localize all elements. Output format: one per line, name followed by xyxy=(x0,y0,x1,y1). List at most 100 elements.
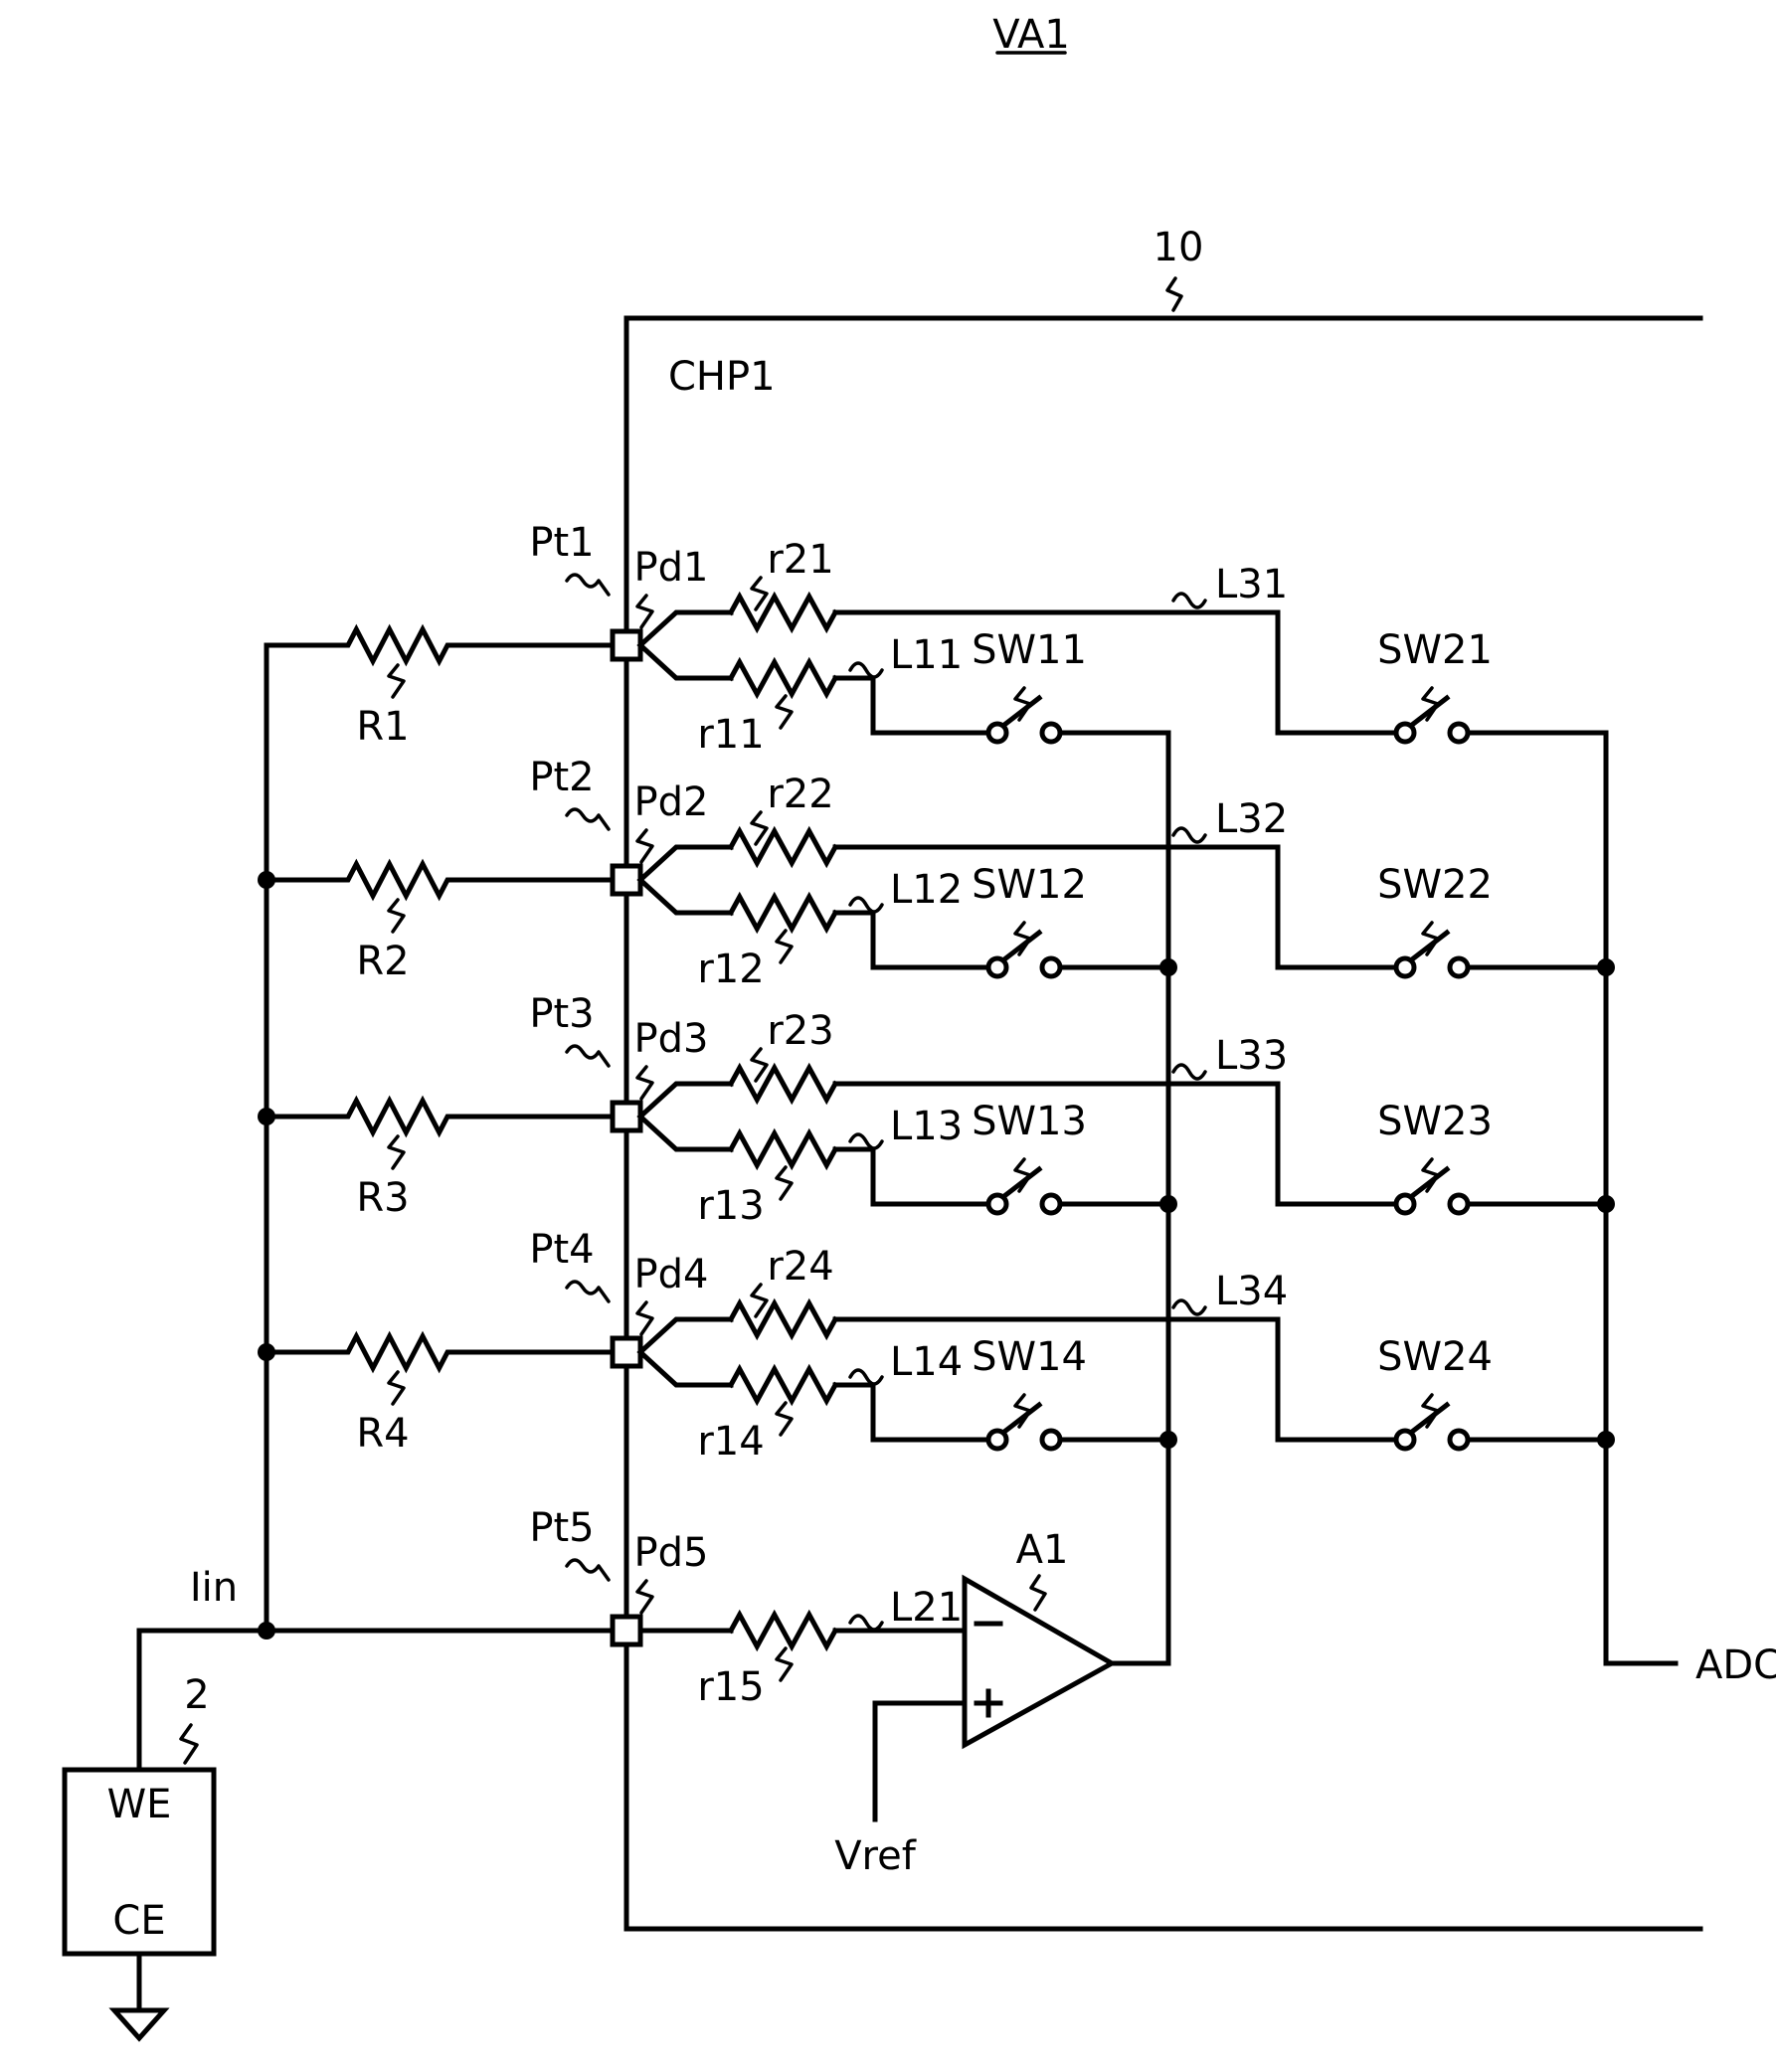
resistor-leader xyxy=(389,1136,404,1168)
line-leader xyxy=(1173,1065,1205,1079)
terminal-arrow xyxy=(567,575,609,595)
resistor-label-r4: R4 xyxy=(356,1411,409,1457)
sensor-ref-number: 2 xyxy=(184,1672,209,1718)
resistor-label-r15: r15 xyxy=(697,1664,764,1710)
pad-pd5 xyxy=(613,1617,640,1644)
switch-sw24 xyxy=(1396,1395,1606,1449)
pad-label-pd3: Pd3 xyxy=(634,1016,709,1062)
junction-dot xyxy=(1159,1431,1177,1449)
pad-pd2 xyxy=(613,866,640,894)
junction-dot xyxy=(1597,958,1615,976)
sensor-ce-label: CE xyxy=(112,1898,165,1944)
terminal-label-pt5: Pt5 xyxy=(529,1505,594,1551)
ground-symbol xyxy=(114,2010,164,2038)
resistor-leader xyxy=(777,1648,792,1680)
switch-sw23 xyxy=(1396,1159,1606,1213)
switch-label-sw21: SW21 xyxy=(1377,627,1493,673)
line-leader xyxy=(1173,594,1205,607)
resistor-leader xyxy=(777,696,792,728)
sensor-ref-leader xyxy=(181,1725,197,1763)
line-label-l31: L31 xyxy=(1215,562,1288,607)
pad-leader xyxy=(637,1067,652,1099)
channel-row-1: R1Pt1Pd1r21L31r11L11SW11SW21 xyxy=(266,520,1606,758)
resistor-label-r23: r23 xyxy=(767,1008,833,1054)
line-leader xyxy=(1173,1300,1205,1314)
terminal-arrow xyxy=(567,1046,609,1066)
resistor-label-r12: r12 xyxy=(697,947,764,992)
line-label-l14: L14 xyxy=(890,1339,963,1385)
resistor-label-r14: r14 xyxy=(697,1419,764,1465)
channel-row-5: Pt5Pd5r15L21 xyxy=(529,1505,965,1710)
resistor-leader xyxy=(752,578,767,609)
resistor-leader xyxy=(389,1372,404,1404)
switch-label-sw12: SW12 xyxy=(972,862,1087,908)
sensor-we-label: WE xyxy=(107,1782,172,1827)
terminal-arrow xyxy=(567,809,609,829)
line-leader xyxy=(1173,828,1205,842)
switch-label-sw11: SW11 xyxy=(972,627,1087,673)
pad-label-pd4: Pd4 xyxy=(634,1252,709,1297)
line-label-l32: L32 xyxy=(1215,796,1288,842)
switch-sw13 xyxy=(988,1159,1168,1213)
line-label-l12: L12 xyxy=(890,867,963,913)
line-leader xyxy=(850,898,882,912)
switch-label-sw14: SW14 xyxy=(972,1334,1087,1380)
junction-dot xyxy=(1159,1195,1177,1213)
amplifier-label: A1 xyxy=(1016,1527,1069,1573)
pad-label-pd1: Pd1 xyxy=(634,545,709,591)
switch-sw12 xyxy=(988,923,1168,976)
junction-dot xyxy=(258,1343,275,1361)
switch-label-sw22: SW22 xyxy=(1377,862,1493,908)
junction-dot xyxy=(1159,958,1177,976)
chip-name: CHP1 xyxy=(668,354,776,400)
pad-leader xyxy=(637,1302,652,1334)
pad-leader xyxy=(637,1581,652,1613)
resistor-label-r11: r11 xyxy=(697,712,764,758)
switch-bus-b xyxy=(1606,734,1676,1663)
line-leader xyxy=(850,1370,882,1384)
junction-dot xyxy=(258,1108,275,1125)
line-label-l11: L11 xyxy=(890,632,963,678)
amplifier-leader xyxy=(1031,1576,1045,1610)
line-label-l13: L13 xyxy=(890,1104,963,1149)
channel-row-3: R3 Pt3Pd3 r23L33 r13 L13SW13 SW23 xyxy=(266,991,1606,1229)
resistor-label-r13: r13 xyxy=(697,1183,764,1229)
resistor-leader xyxy=(389,900,404,932)
current-label: Iin xyxy=(190,1565,238,1611)
switch-sw14 xyxy=(988,1395,1168,1449)
switch-bus-a xyxy=(1112,734,1168,1663)
pad-leader xyxy=(637,830,652,862)
switch-sw21 xyxy=(1396,688,1606,742)
resistor-leader xyxy=(389,665,404,697)
junction-dot xyxy=(1597,1431,1615,1449)
junction-dot xyxy=(258,1622,275,1640)
pad-label-pd2: Pd2 xyxy=(634,779,709,825)
switch-label-sw23: SW23 xyxy=(1377,1099,1493,1144)
terminal-arrow xyxy=(567,1560,609,1580)
resistor-label-r3: R3 xyxy=(356,1175,409,1221)
line-leader xyxy=(850,1616,882,1630)
line-label-l33: L33 xyxy=(1215,1033,1288,1079)
output-label: ADC xyxy=(1695,1642,1776,1688)
resistor-label-r1: R1 xyxy=(356,704,409,750)
terminal-label-pt3: Pt3 xyxy=(529,991,594,1037)
terminal-label-pt4: Pt4 xyxy=(529,1227,594,1273)
junction-dot xyxy=(1597,1195,1615,1213)
resistor-label-r2: R2 xyxy=(356,939,409,984)
switch-label-sw13: SW13 xyxy=(972,1099,1087,1144)
pad-pd1 xyxy=(613,631,640,659)
resistor-label-r22: r22 xyxy=(767,772,833,817)
switch-label-sw24: SW24 xyxy=(1377,1334,1493,1380)
resistor-leader xyxy=(752,812,767,844)
chip-ref-number: 10 xyxy=(1154,225,1204,270)
switch-sw11 xyxy=(988,688,1168,742)
resistor-leader xyxy=(752,1285,767,1316)
resistor-leader xyxy=(752,1049,767,1081)
channel-row-2: R2Pt2Pd2r22L32r12L12SW12SW22 xyxy=(266,755,1606,992)
switch-sw22 xyxy=(1396,923,1606,976)
terminal-label-pt1: Pt1 xyxy=(529,520,594,566)
resistor-label-r24: r24 xyxy=(767,1244,833,1290)
pad-label-pd5: Pd5 xyxy=(634,1530,709,1576)
pad-pd3 xyxy=(613,1103,640,1130)
